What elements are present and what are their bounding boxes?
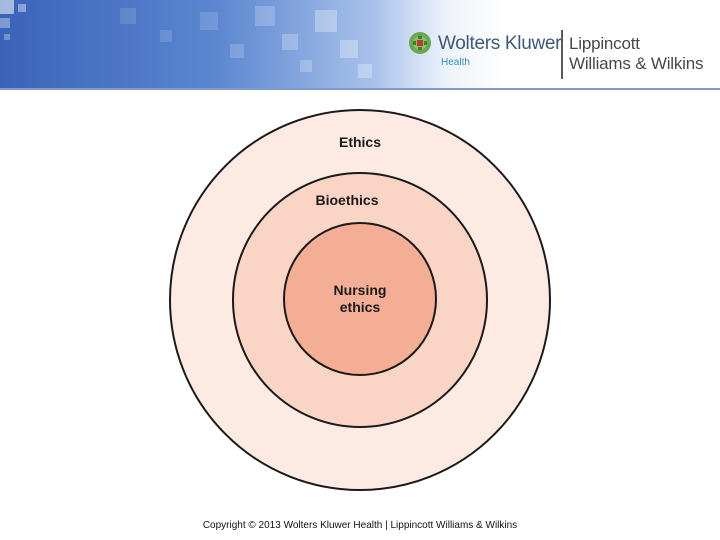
nursing-ethics-label: Nursing ethics [260,282,460,316]
brand-divider [561,30,563,79]
header-divider [0,88,720,90]
nursing-ethics-label-line2: ethics [339,299,381,315]
brand-secondary-line1: Lippincott [569,34,640,53]
brand-sub-name: Health [441,57,470,68]
slide-header: Wolters Kluwer Health Lippincott William… [0,0,720,90]
brand-primary-name: Wolters Kluwer [438,33,562,54]
brand-secondary-line2: Williams & Wilkins [569,54,704,73]
nursing-ethics-label-line1: Nursing [333,282,387,298]
bioethics-label: Bioethics [315,192,379,208]
copyright-footer: Copyright © 2013 Wolters Kluwer Health |… [202,520,518,531]
header-mosaic-pattern [0,0,372,78]
wolters-kluwer-logo-icon [409,32,431,54]
publisher-branding: Wolters Kluwer Health Lippincott William… [405,28,720,80]
nursing-ethics-circle [283,222,437,376]
ethics-label: Ethics [338,134,381,150]
